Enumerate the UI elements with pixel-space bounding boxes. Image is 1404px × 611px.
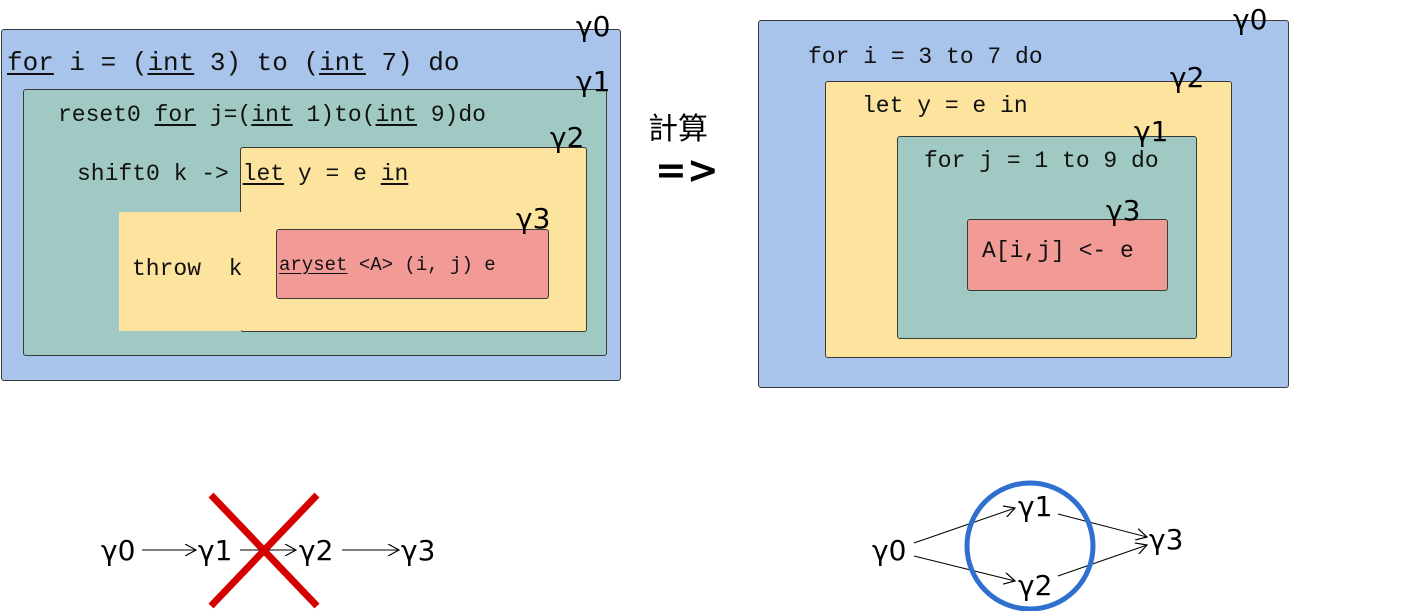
code-text: i = (: [53, 48, 148, 78]
code-text: j=(: [196, 102, 252, 128]
chain-node-g1: γ1: [198, 534, 232, 567]
graph-node-g3: γ3: [1149, 523, 1183, 556]
kw-in: in: [380, 161, 409, 187]
right-gamma3-label: γ3: [1106, 194, 1141, 227]
kw-int: int: [251, 102, 293, 128]
blue-circle: [964, 480, 1096, 611]
code-text: <A> (i, j) e: [347, 254, 496, 276]
left-for-i-line: for i = (int 3) to (int 7) do: [7, 50, 460, 76]
code-text: 7) do: [365, 48, 460, 78]
graph-node-g2: γ2: [1018, 569, 1052, 602]
kw-int: int: [319, 48, 366, 78]
kw-for: for: [7, 48, 54, 78]
code-text: reset0: [58, 102, 155, 128]
graph-edge-g2-g3: [1057, 545, 1147, 577]
right-for-i-line: for i = 3 to 7 do: [808, 44, 1043, 70]
left-shift-let-line: shift0 k -> let y = e in: [77, 163, 408, 186]
graph-edge-g0-g1: [913, 508, 1015, 544]
kw-int: int: [147, 48, 195, 78]
chain-node-g2: γ2: [299, 534, 333, 567]
right-gamma1-label: γ1: [1134, 115, 1169, 148]
left-gamma3-region: [276, 229, 549, 299]
left-gamma2-label: γ2: [550, 121, 585, 154]
right-let-line: let y = e in: [862, 93, 1028, 119]
transform-arrow: =>: [655, 148, 719, 192]
chain-node-g0: γ0: [101, 534, 135, 567]
right-gamma0-label: γ0: [1233, 3, 1268, 36]
left-chain: γ0 γ1 γ2 γ3: [101, 492, 435, 609]
left-gamma0-label: γ0: [576, 10, 611, 43]
right-gamma3-region: [967, 219, 1168, 291]
left-throw-region: [119, 212, 241, 331]
right-for-j-line: for j = 1 to 9 do: [924, 148, 1159, 174]
kw-aryset: aryset: [279, 254, 348, 276]
code-text: y = e: [284, 161, 381, 187]
left-gamma1-label: γ1: [576, 65, 611, 98]
graph-edge-g0-g2: [913, 555, 1015, 581]
code-text: 1)to(: [292, 102, 376, 128]
right-graph: γ0 γ1 γ2 γ3: [872, 480, 1183, 611]
left-throw-text: throw k: [132, 256, 243, 282]
compute-label: 計算: [648, 112, 708, 147]
left-gamma3-label: γ3: [516, 202, 551, 235]
right-assign-line: A[i,j] <- e: [982, 238, 1134, 264]
graph-edge-g1-g3: [1057, 513, 1147, 537]
chain-node-g3: γ3: [401, 534, 435, 567]
code-text: 3) to (: [194, 48, 320, 78]
kw-let: let: [242, 161, 285, 187]
kw-int: int: [375, 102, 417, 128]
code-text: shift0 k ->: [77, 161, 243, 187]
graph-node-g0: γ0: [872, 534, 906, 567]
left-reset-for-j-line: reset0 for j=(int 1)to(int 9)do: [58, 104, 486, 127]
kw-for: for: [154, 102, 197, 128]
right-gamma2-label: γ2: [1170, 61, 1205, 94]
code-text: 9)do: [416, 102, 486, 128]
red-cross-stroke-2: [208, 492, 320, 609]
left-aryset-text: aryset <A> (i, j) e: [279, 256, 496, 275]
graph-node-g1: γ1: [1018, 490, 1052, 523]
